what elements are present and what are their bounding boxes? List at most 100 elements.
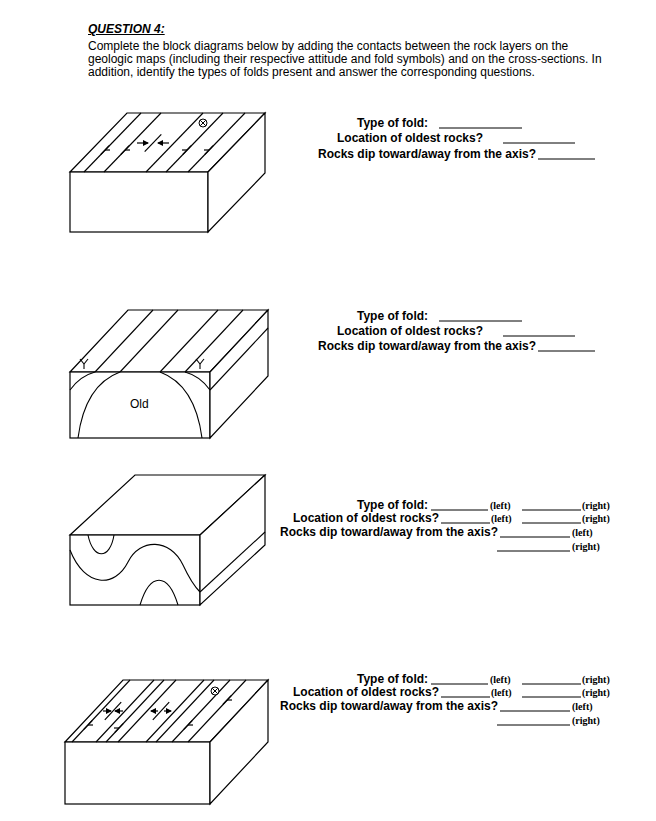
side-note: (left) bbox=[490, 501, 511, 511]
fold-layers bbox=[70, 544, 200, 592]
question-text: Location of oldest rocks? bbox=[337, 132, 483, 144]
question-text: Rocks dip toward/away from the axis? bbox=[318, 340, 536, 352]
answer-lines bbox=[538, 351, 595, 352]
fold-layers bbox=[88, 535, 114, 554]
side-note: (left) bbox=[490, 675, 511, 685]
question-text: Location of oldest rocks? bbox=[293, 512, 439, 524]
contact-lines bbox=[70, 372, 95, 390]
rock-label: Old bbox=[130, 398, 149, 410]
side-note: (right) bbox=[582, 688, 610, 698]
syncline-symbol bbox=[158, 142, 169, 143]
front-face bbox=[65, 742, 210, 804]
contact-lines bbox=[188, 680, 246, 742]
contact-lines bbox=[72, 680, 130, 742]
instructions-text: Complete the block diagrams below by add… bbox=[88, 40, 613, 79]
contact-lines bbox=[160, 372, 202, 438]
answer-lines bbox=[522, 697, 581, 698]
side-note: (right) bbox=[582, 501, 610, 511]
side-face bbox=[210, 310, 268, 438]
contact-lines bbox=[78, 372, 120, 438]
strike-dip-symbol bbox=[204, 149, 209, 150]
block-diagram bbox=[70, 310, 268, 438]
strike-dip-symbol bbox=[205, 146, 213, 155]
plunge-symbol bbox=[211, 687, 219, 695]
strike-dip-symbol bbox=[125, 149, 130, 150]
syncline-symbol bbox=[103, 710, 111, 711]
answer-lines bbox=[538, 159, 595, 160]
front-face bbox=[70, 535, 200, 605]
question-text: Type of fold: bbox=[357, 310, 428, 322]
fold-layers bbox=[70, 532, 265, 605]
strike-dip-symbol bbox=[88, 724, 93, 725]
block-diagram bbox=[70, 113, 265, 232]
fold-layers bbox=[200, 532, 265, 592]
strike-dip-symbol bbox=[182, 149, 187, 150]
strike-dip-symbol bbox=[101, 146, 213, 155]
strike-dip-symbol bbox=[105, 149, 110, 150]
answer-lines bbox=[522, 684, 581, 685]
plunge-symbol bbox=[200, 120, 206, 126]
question-text: Rocks dip toward/away from the axis? bbox=[280, 526, 498, 538]
syncline-symbol bbox=[115, 710, 123, 711]
side-note: (right) bbox=[582, 675, 610, 685]
block-diagram bbox=[65, 680, 268, 804]
question-text: Location of oldest rocks? bbox=[337, 325, 483, 337]
answer-lines bbox=[497, 725, 570, 726]
question-text: Type of fold: bbox=[357, 499, 428, 511]
side-note: (left) bbox=[491, 688, 512, 698]
fold-layers bbox=[140, 580, 178, 605]
answer-lines bbox=[497, 551, 570, 552]
answer-lines bbox=[441, 523, 490, 524]
question-text: Location of oldest rocks? bbox=[293, 686, 439, 698]
contact-lines bbox=[160, 310, 218, 372]
strike-dip-symbol bbox=[183, 146, 191, 155]
anticline-symbol bbox=[151, 702, 171, 720]
answer-lines bbox=[522, 510, 581, 511]
dip-symbol bbox=[200, 359, 204, 364]
plunge-symbol bbox=[211, 687, 219, 695]
syncline-symbol bbox=[103, 702, 123, 720]
contact-lines bbox=[146, 680, 204, 742]
side-face bbox=[208, 113, 265, 232]
strike-dip-symbol bbox=[84, 721, 92, 730]
contact-lines bbox=[185, 372, 210, 390]
side-note: (left) bbox=[572, 528, 593, 538]
question-text: Type of fold: bbox=[357, 117, 428, 129]
contact-lines bbox=[84, 113, 245, 172]
side-note: (right) bbox=[572, 542, 600, 552]
plunge-symbol bbox=[199, 119, 207, 127]
syncline-symbol bbox=[137, 142, 148, 143]
strike-dip-symbol bbox=[121, 146, 129, 155]
dip-symbol bbox=[84, 359, 88, 364]
anticline-symbol bbox=[164, 710, 171, 711]
question-text: Type of fold: bbox=[357, 673, 428, 685]
answer-lines bbox=[503, 336, 575, 337]
plunge-symbol bbox=[199, 119, 207, 127]
dip-symbol bbox=[80, 359, 204, 369]
answer-lines bbox=[500, 537, 570, 538]
dip-symbol bbox=[199, 364, 200, 369]
dip-symbol bbox=[80, 359, 84, 364]
question-heading: QUESTION 4: bbox=[88, 23, 165, 35]
strike-dip-symbol bbox=[184, 721, 192, 730]
answer-lines bbox=[431, 684, 488, 685]
side-note: (right) bbox=[572, 716, 600, 726]
answer-lines bbox=[431, 510, 488, 511]
dip-symbol bbox=[196, 359, 200, 364]
answer-lines bbox=[441, 697, 490, 698]
side-note: (left) bbox=[572, 702, 593, 712]
strike-dip-symbol bbox=[227, 699, 232, 700]
side-note: (left) bbox=[491, 514, 512, 524]
dip-symbol bbox=[83, 364, 84, 369]
plunge-symbol bbox=[200, 120, 206, 126]
contact-lines bbox=[72, 680, 246, 742]
contact-lines bbox=[188, 113, 245, 172]
answer-lines bbox=[500, 711, 570, 712]
contact-lines bbox=[95, 310, 153, 372]
side-face bbox=[200, 475, 265, 605]
strike-dip-symbol bbox=[84, 696, 232, 733]
contact-lines bbox=[118, 680, 176, 742]
block-diagram bbox=[70, 475, 265, 605]
side-face bbox=[210, 680, 268, 804]
contact-lines bbox=[70, 310, 268, 438]
